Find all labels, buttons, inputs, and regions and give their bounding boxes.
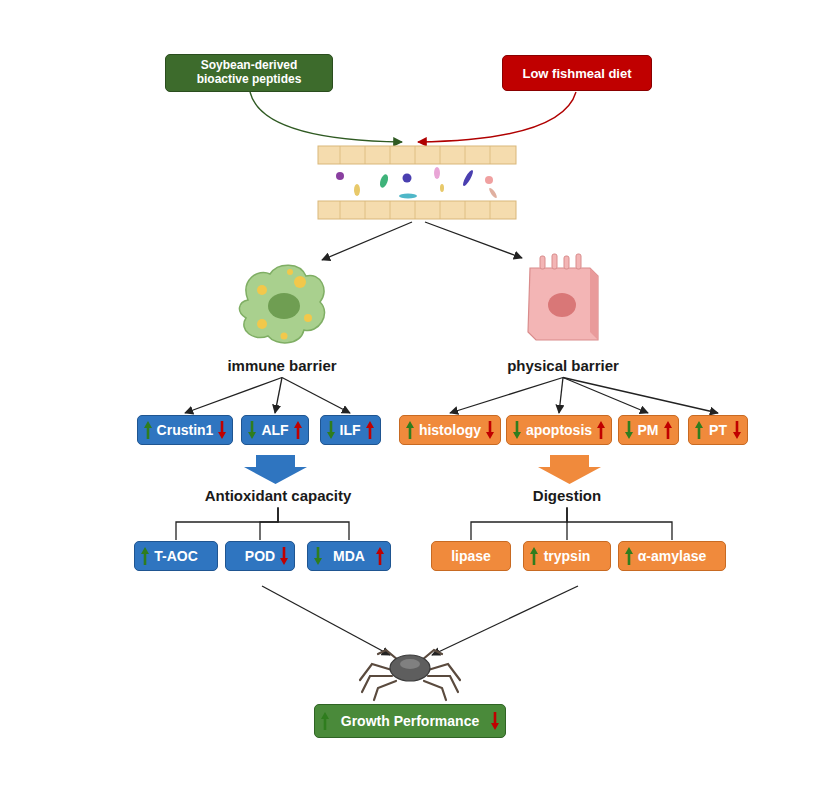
flow-arrow xyxy=(538,455,601,484)
epithelial-cell xyxy=(528,254,598,340)
converge-arrow xyxy=(432,586,578,655)
branch-arrow xyxy=(559,378,563,414)
effect-box: lipase xyxy=(431,541,511,571)
node-text: histology xyxy=(419,422,481,438)
section-heading: Digestion xyxy=(529,485,605,506)
node-text: α-amylase xyxy=(638,548,707,564)
effect-box: PT xyxy=(688,415,748,445)
trend-arrow xyxy=(624,420,634,440)
trend-arrow xyxy=(320,711,330,731)
section-heading: Antioxidant capacity xyxy=(201,485,356,506)
section-heading: physical barrier xyxy=(503,355,623,376)
node-text: ILF xyxy=(340,422,361,438)
node-text: Growth Performance xyxy=(341,713,479,729)
bracket-line xyxy=(176,508,278,541)
node-text: lipase xyxy=(451,548,491,564)
trend-arrow xyxy=(624,546,634,566)
section-heading: immune barrier xyxy=(223,355,340,376)
node-text: Low fishmeal diet xyxy=(522,66,631,81)
effect-box: ILF xyxy=(320,415,381,445)
node-text: physical barrier xyxy=(507,357,619,374)
effect-box: Crustin1 xyxy=(137,415,234,445)
trend-arrow xyxy=(293,420,303,440)
trend-arrow xyxy=(512,420,522,440)
immune-cell xyxy=(239,265,324,343)
effect-box: α-amylase xyxy=(618,541,727,571)
effect-box: apoptosis xyxy=(506,415,612,445)
branch-arrow xyxy=(563,378,718,414)
effect-box: ALF xyxy=(241,415,308,445)
effect-box: Growth Performance xyxy=(314,704,506,738)
node-text: Antioxidant capacity xyxy=(205,487,352,504)
trend-arrow xyxy=(596,420,606,440)
effect-box: POD xyxy=(225,541,295,571)
effect-box: Low fishmeal diet xyxy=(502,55,652,91)
trend-arrow xyxy=(313,546,323,566)
crab xyxy=(360,650,460,700)
trend-arrow xyxy=(732,420,742,440)
bracket-line xyxy=(471,508,567,541)
bracket-line xyxy=(278,508,349,541)
input-arrow xyxy=(418,92,576,142)
effect-box: histology xyxy=(399,415,501,445)
bracket-line xyxy=(260,508,278,541)
node-text: trypsin xyxy=(544,548,591,564)
branch-arrow xyxy=(563,378,648,414)
input-arrow xyxy=(250,92,402,142)
trend-arrow xyxy=(143,420,153,440)
trend-arrow xyxy=(279,546,289,566)
trend-arrow xyxy=(247,420,257,440)
node-text: Digestion xyxy=(533,487,601,504)
branch-arrow xyxy=(282,378,350,414)
node-text: ALF xyxy=(261,422,288,438)
trend-arrow xyxy=(529,546,539,566)
branch-arrow xyxy=(450,378,563,414)
trend-arrow xyxy=(375,546,385,566)
node-text: PT xyxy=(709,422,727,438)
trend-arrow xyxy=(694,420,704,440)
branch-arrow xyxy=(185,378,282,414)
node-text: T-AOC xyxy=(154,548,198,564)
node-text: MDA xyxy=(333,548,365,564)
trend-arrow xyxy=(140,546,150,566)
branch-arrow xyxy=(275,378,282,414)
trend-arrow xyxy=(490,711,500,731)
node-text: POD xyxy=(245,548,275,564)
trend-arrow xyxy=(217,420,227,440)
trend-arrow xyxy=(663,420,673,440)
trend-arrow xyxy=(326,420,336,440)
bracket-line xyxy=(567,508,672,541)
converge-arrow xyxy=(262,586,390,655)
trend-arrow xyxy=(365,420,375,440)
intestine xyxy=(318,146,516,219)
node-text: Crustin1 xyxy=(157,422,214,438)
node-text: apoptosis xyxy=(526,422,592,438)
effect-box: MDA xyxy=(307,541,391,571)
effect-box: Soybean-derived bioactive peptides xyxy=(165,54,333,92)
trend-arrow xyxy=(405,420,415,440)
effect-box: trypsin xyxy=(523,541,611,571)
node-text: immune barrier xyxy=(227,357,336,374)
effect-box: T-AOC xyxy=(134,541,218,571)
node-text: PM xyxy=(638,422,659,438)
flow-arrow xyxy=(244,455,307,484)
effect-box: PM xyxy=(618,415,679,445)
node-text: Soybean-derived bioactive peptides xyxy=(174,59,324,87)
trend-arrow xyxy=(485,420,495,440)
branch-arrow xyxy=(322,222,412,260)
branch-arrow xyxy=(425,222,522,258)
